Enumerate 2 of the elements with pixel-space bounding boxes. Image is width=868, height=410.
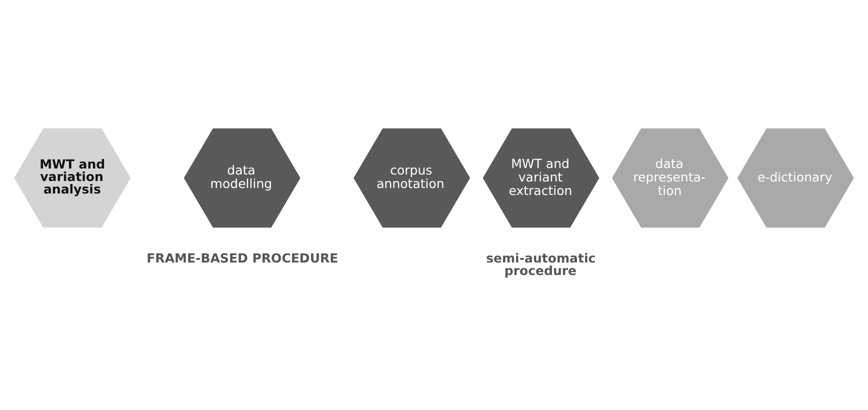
label: FRAME-BASED PROCEDURE <box>146 250 338 266</box>
label: semi-automatic procedure <box>486 250 596 278</box>
